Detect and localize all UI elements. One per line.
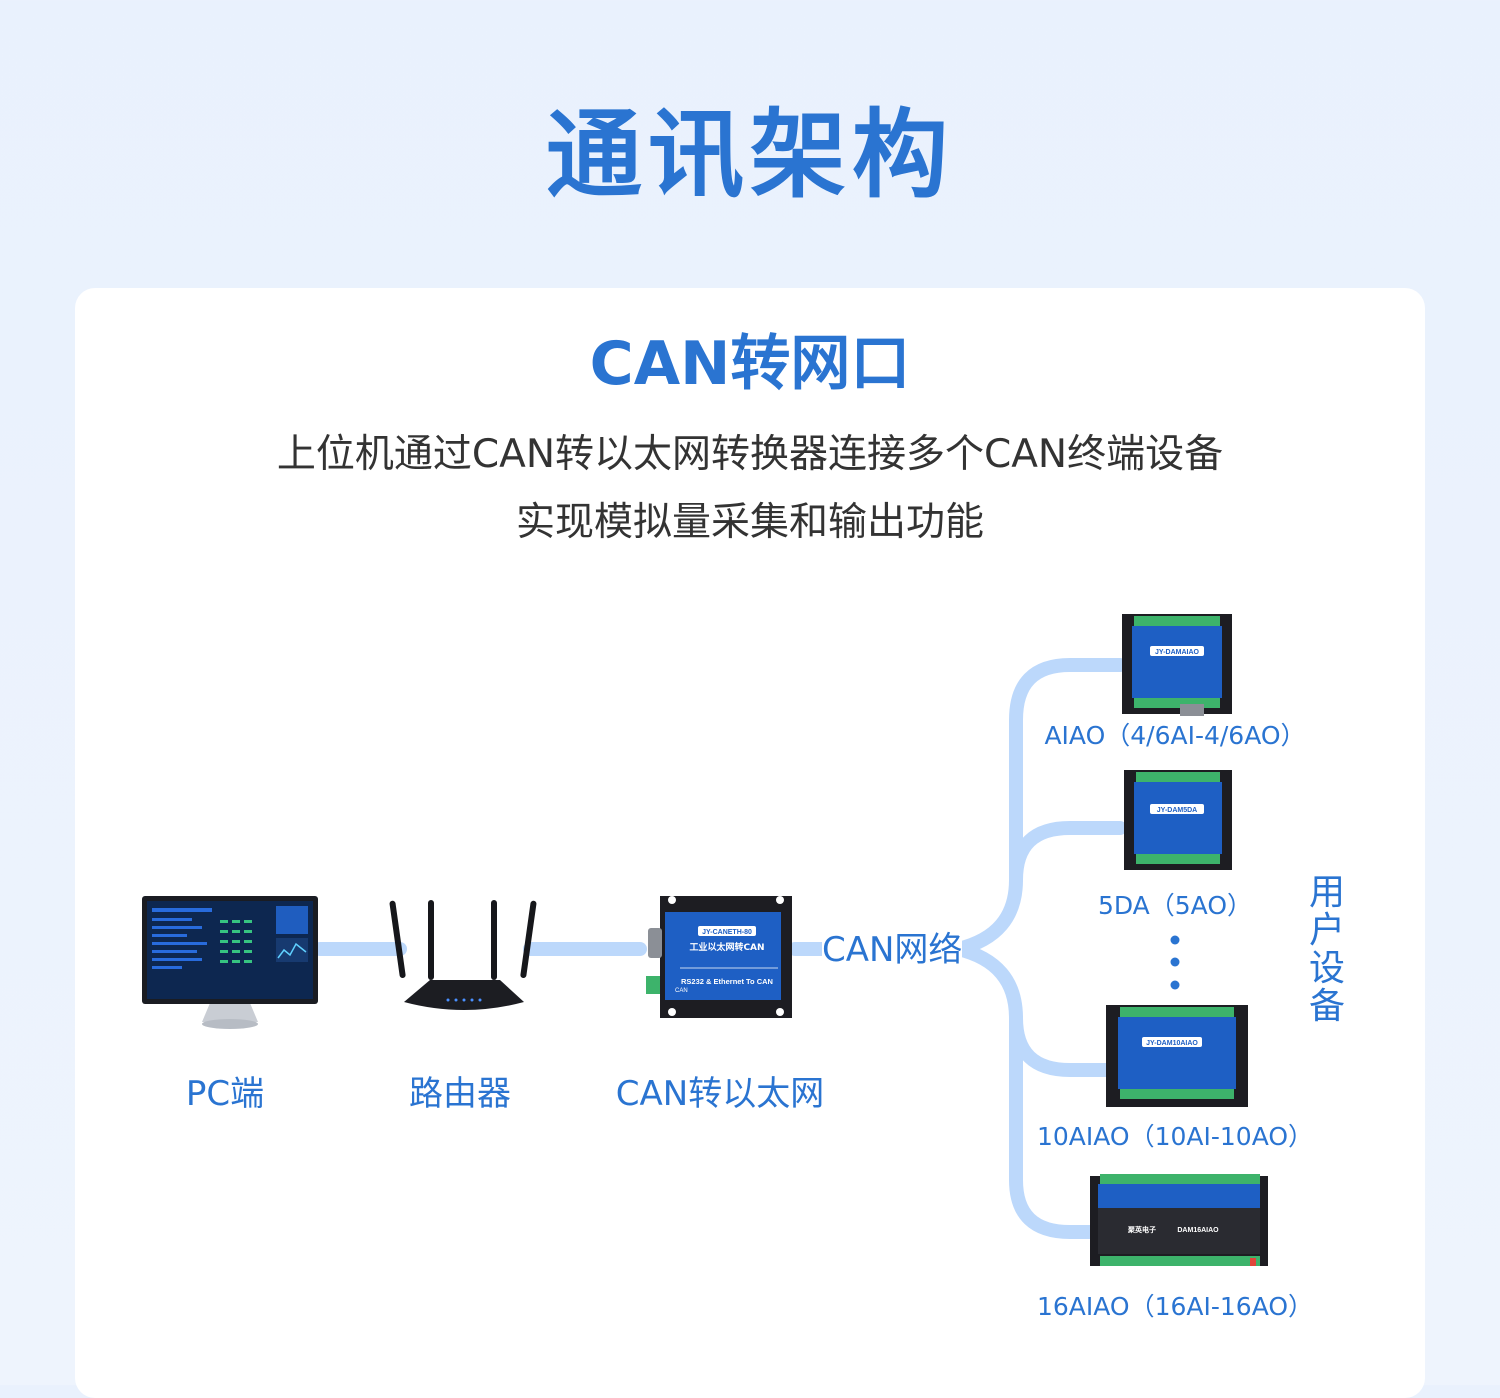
- description-line-2: 实现模拟量采集和输出功能: [515, 500, 984, 545]
- device-5da-label: 5DA（5AO）: [1097, 891, 1253, 920]
- branch-16aiao: [951, 942, 1097, 1239]
- converter-device-icon: JY-CANETH-80 工业以太网转CAN RS232 & Ethernet …: [646, 896, 792, 1018]
- branch-aiao: [951, 658, 1127, 956]
- description-line-1: 上位机通过CAN转以太网转换器连接多个CAN终端设备: [276, 432, 1224, 477]
- device-16aiao-model: DAM16AIAO: [1177, 1227, 1219, 1234]
- network-label: CAN网络: [822, 930, 963, 970]
- branch-10aiao: [1009, 1011, 1115, 1077]
- device-aiao-label: AIAO（4/6AI-4/6AO）: [1044, 721, 1306, 750]
- device-aiao-model: JY-DAMAIAO: [1155, 649, 1200, 656]
- converter-port-text: CAN: [675, 988, 688, 994]
- router-icon: [389, 900, 537, 1010]
- device-5da-model: JY-DAM5DA: [1157, 807, 1197, 814]
- device-10aiao-model: JY-DAM10AIAO: [1146, 1040, 1198, 1047]
- device-5da-icon: JY-DAM5DA: [1124, 770, 1232, 870]
- branch-5da: [1009, 821, 1127, 887]
- connector-lines: [313, 658, 1127, 1239]
- device-16aiao-label: 16AIAO（16AI-16AO）: [1036, 1292, 1314, 1321]
- converter-name-text: 工业以太网转CAN: [689, 941, 764, 953]
- section-title: CAN转网口: [589, 329, 911, 399]
- more-devices-ellipsis: [1170, 935, 1180, 990]
- device-aiao-icon: JY-DAMAIAO: [1122, 614, 1232, 716]
- converter-label: CAN转以太网: [615, 1074, 825, 1114]
- pc-monitor-icon: [142, 896, 318, 1029]
- router-label: 路由器: [409, 1074, 511, 1114]
- device-10aiao-label: 10AIAO（10AI-10AO）: [1036, 1122, 1314, 1151]
- device-16aiao-brand: 聚英电子: [1127, 1225, 1156, 1234]
- user-devices-label: 用户设备: [1308, 872, 1345, 1027]
- converter-model-text: JY-CANETH-80: [702, 929, 752, 936]
- device-16aiao-icon: 聚英电子 DAM16AIAO: [1090, 1174, 1268, 1266]
- pc-label: PC端: [185, 1074, 265, 1114]
- device-10aiao-icon: JY-DAM10AIAO: [1106, 1005, 1248, 1107]
- page-title: 通讯架构: [546, 99, 954, 211]
- converter-subtitle-text: RS232 & Ethernet To CAN: [681, 977, 773, 986]
